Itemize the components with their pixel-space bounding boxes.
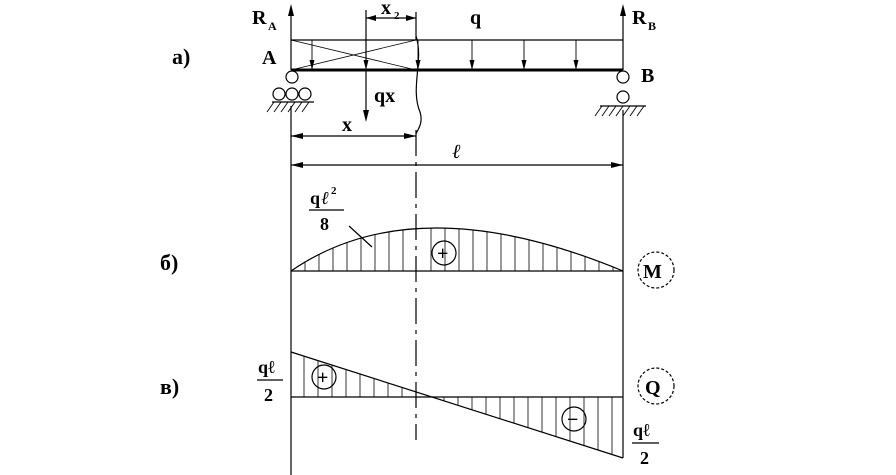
x-label: x [342, 114, 352, 136]
shear-label-circle [637, 367, 675, 405]
support-a-roller-1 [272, 87, 286, 101]
reaction-arrowhead-a [288, 4, 294, 16]
part-b-label: б) [160, 250, 178, 275]
moment-numerator-exp: 2 [331, 185, 337, 197]
hatch-stroke [280, 101, 289, 113]
moment-label-circle [637, 251, 675, 289]
load-arrows [309, 40, 579, 70]
support-a-hinge [285, 70, 299, 84]
shear-right-numerator: qℓ [633, 420, 650, 440]
diagram-m-label: M [643, 261, 662, 283]
shear-diagram [257, 351, 675, 459]
load-q-label: q [470, 7, 481, 29]
hatch-stroke [594, 105, 603, 117]
hatch-stroke [629, 105, 638, 117]
moment-numerator-l: ℓ [321, 188, 329, 208]
moment-plus-circle [431, 240, 457, 266]
moment-denominator: 8 [320, 214, 329, 234]
load-arrowhead [309, 60, 315, 70]
x2-label: x [381, 0, 391, 19]
beam-scheme [266, 4, 646, 475]
shear-plus-sign: + [317, 367, 328, 389]
span-arrow-left [291, 162, 303, 168]
qx-arrowhead [363, 110, 369, 122]
x-arrow-right [404, 133, 416, 139]
moment-plus-sign: + [437, 243, 448, 265]
shear-line [290, 351, 624, 459]
support-a-roller-2 [285, 87, 299, 101]
reaction-b-subscript: B [648, 19, 656, 33]
span-label: ℓ [452, 141, 461, 163]
span-arrow-right [611, 162, 623, 168]
hatch-stroke [273, 101, 282, 113]
shear-left-numerator: qℓ [258, 357, 275, 377]
point-b-label: B [641, 65, 654, 87]
reaction-b-label: R [632, 7, 647, 29]
shear-minus-sign: − [567, 409, 578, 431]
section-cut-curve [415, 35, 422, 135]
moment-numerator-q: q [310, 188, 320, 208]
hatch-stroke [266, 101, 275, 113]
support-b-hatch [594, 105, 645, 117]
x2-arrow-right [406, 15, 416, 21]
x2-arrow-left [366, 15, 376, 21]
load-arrowhead [521, 60, 527, 70]
moment-diagram [290, 209, 675, 289]
reaction-a-subscript: A [268, 19, 277, 33]
hatch-stroke [636, 105, 645, 117]
reaction-a-label: R [252, 7, 267, 29]
shear-minus-circle [561, 406, 587, 432]
point-a-label: A [262, 47, 277, 69]
hatch-stroke [301, 101, 310, 113]
hatch-stroke [294, 101, 303, 113]
support-a-roller-3 [298, 87, 312, 101]
x-arrow-left [291, 133, 303, 139]
hatch-stroke [615, 105, 624, 117]
hatch-stroke [608, 105, 617, 117]
support-b-hinge [616, 70, 630, 84]
support-a-hatch [266, 101, 310, 113]
shear-hatching [303, 356, 613, 455]
load-arrowhead [469, 60, 475, 70]
reaction-arrowhead-b [620, 4, 626, 16]
moment-hatching [304, 228, 614, 271]
x2-subscript: 2 [394, 10, 400, 22]
hatch-stroke [622, 105, 631, 117]
part-a-label: а) [172, 44, 190, 69]
moment-leader [348, 225, 373, 248]
support-b-roller [616, 90, 630, 104]
part-v-label: в) [160, 374, 179, 399]
shear-left-denominator: 2 [264, 385, 273, 405]
load-arrowhead [573, 60, 579, 70]
hatch-stroke [601, 105, 610, 117]
diagram-q-label: Q [645, 377, 661, 399]
moment-parabola [290, 227, 624, 272]
qx-label: qx [374, 85, 395, 107]
shear-plus-circle [311, 364, 337, 390]
shear-right-denominator: 2 [640, 448, 649, 468]
